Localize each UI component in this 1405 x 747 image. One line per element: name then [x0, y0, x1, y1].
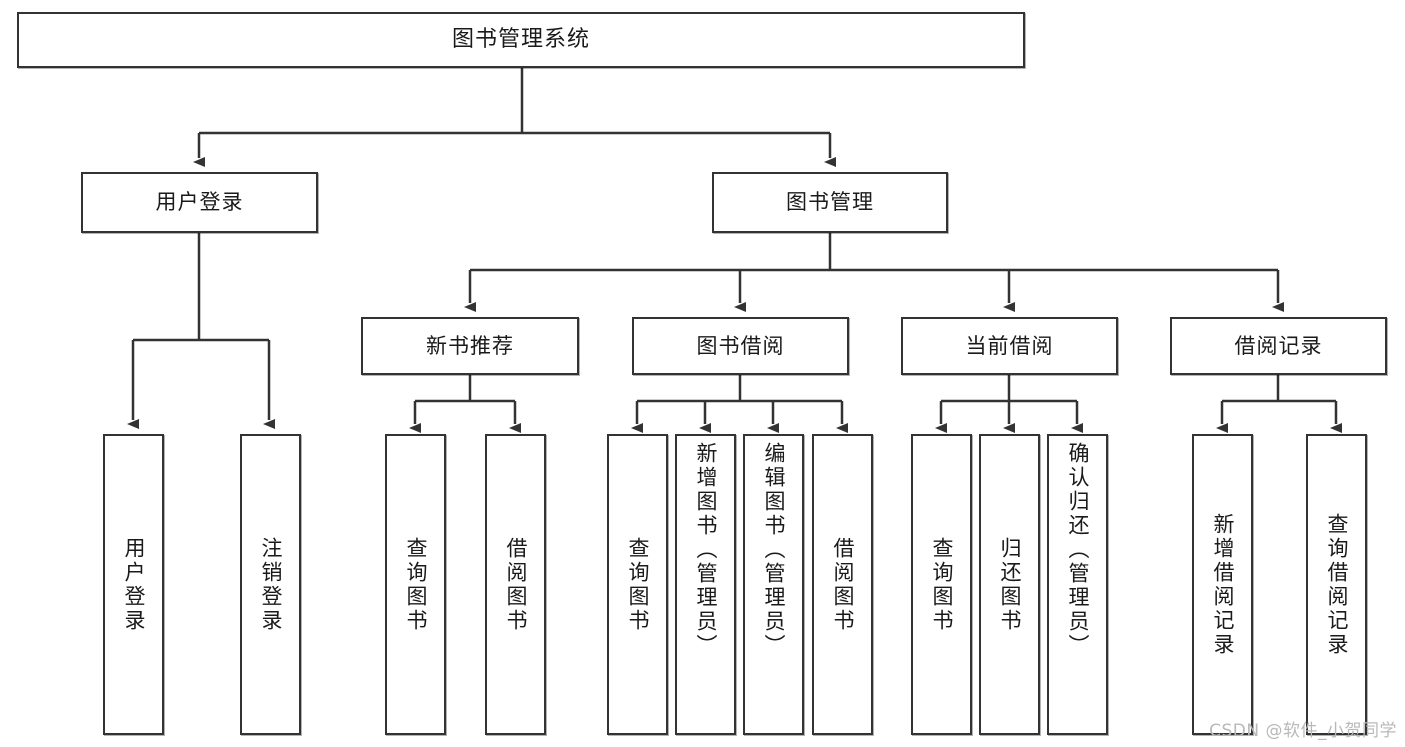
node-leaf-user-login[interactable]: 用户登录: [103, 434, 164, 735]
node-leaf-add-record[interactable]: 新增借阅记录: [1192, 434, 1253, 735]
node-leaf-query-book-2-label: 查询图书: [626, 536, 650, 633]
node-leaf-logout[interactable]: 注销登录: [240, 434, 301, 735]
node-current-borrow-label: 当前借阅: [965, 333, 1054, 358]
node-new-book-recommend-label: 新书推荐: [426, 333, 514, 358]
node-leaf-confirm-return[interactable]: 确认归还（管理员）: [1047, 434, 1108, 735]
node-book-borrow[interactable]: 图书借阅: [632, 317, 849, 375]
node-book-borrow-label: 图书借阅: [696, 333, 785, 358]
node-new-book-recommend[interactable]: 新书推荐: [361, 317, 579, 375]
node-book-management-label: 图书管理: [786, 190, 874, 215]
node-leaf-user-login-label: 用户登录: [122, 536, 146, 633]
node-leaf-borrow-book-1[interactable]: 借阅图书: [485, 434, 546, 735]
node-leaf-edit-book[interactable]: 编辑图书（管理员）: [743, 434, 804, 735]
node-leaf-logout-label: 注销登录: [259, 536, 283, 633]
node-leaf-query-book-1[interactable]: 查询图书: [385, 434, 446, 735]
node-root[interactable]: 图书管理系统: [17, 12, 1025, 68]
node-leaf-return-book-label: 归还图书: [998, 536, 1022, 633]
node-user-login-label: 用户登录: [155, 190, 244, 215]
node-current-borrow[interactable]: 当前借阅: [901, 317, 1118, 375]
node-book-management[interactable]: 图书管理: [712, 172, 948, 233]
watermark: CSDN @软件_小贺同学: [1209, 721, 1397, 741]
node-leaf-return-book[interactable]: 归还图书: [979, 434, 1040, 735]
node-leaf-edit-book-label: 编辑图书（管理员）: [762, 442, 786, 658]
node-leaf-add-book-label: 新增图书（管理员）: [694, 442, 718, 658]
node-leaf-query-book-3-label: 查询图书: [930, 536, 954, 633]
node-leaf-add-book[interactable]: 新增图书（管理员）: [675, 434, 736, 735]
node-leaf-query-book-3[interactable]: 查询图书: [911, 434, 972, 735]
node-leaf-add-record-label: 新增借阅记录: [1211, 512, 1235, 657]
node-leaf-query-book-2[interactable]: 查询图书: [607, 434, 668, 735]
node-borrow-record[interactable]: 借阅记录: [1170, 317, 1387, 375]
node-root-label: 图书管理系统: [451, 27, 590, 53]
node-leaf-query-record[interactable]: 查询借阅记录: [1306, 434, 1367, 735]
node-leaf-borrow-book-2[interactable]: 借阅图书: [812, 434, 873, 735]
node-leaf-borrow-book-2-label: 借阅图书: [831, 536, 855, 633]
node-leaf-borrow-book-1-label: 借阅图书: [504, 536, 528, 633]
node-user-login[interactable]: 用户登录: [81, 172, 318, 233]
node-borrow-record-label: 借阅记录: [1234, 333, 1323, 358]
node-leaf-confirm-return-label: 确认归还（管理员）: [1066, 442, 1090, 658]
node-leaf-query-book-1-label: 查询图书: [404, 536, 428, 633]
node-leaf-query-record-label: 查询借阅记录: [1325, 512, 1349, 657]
